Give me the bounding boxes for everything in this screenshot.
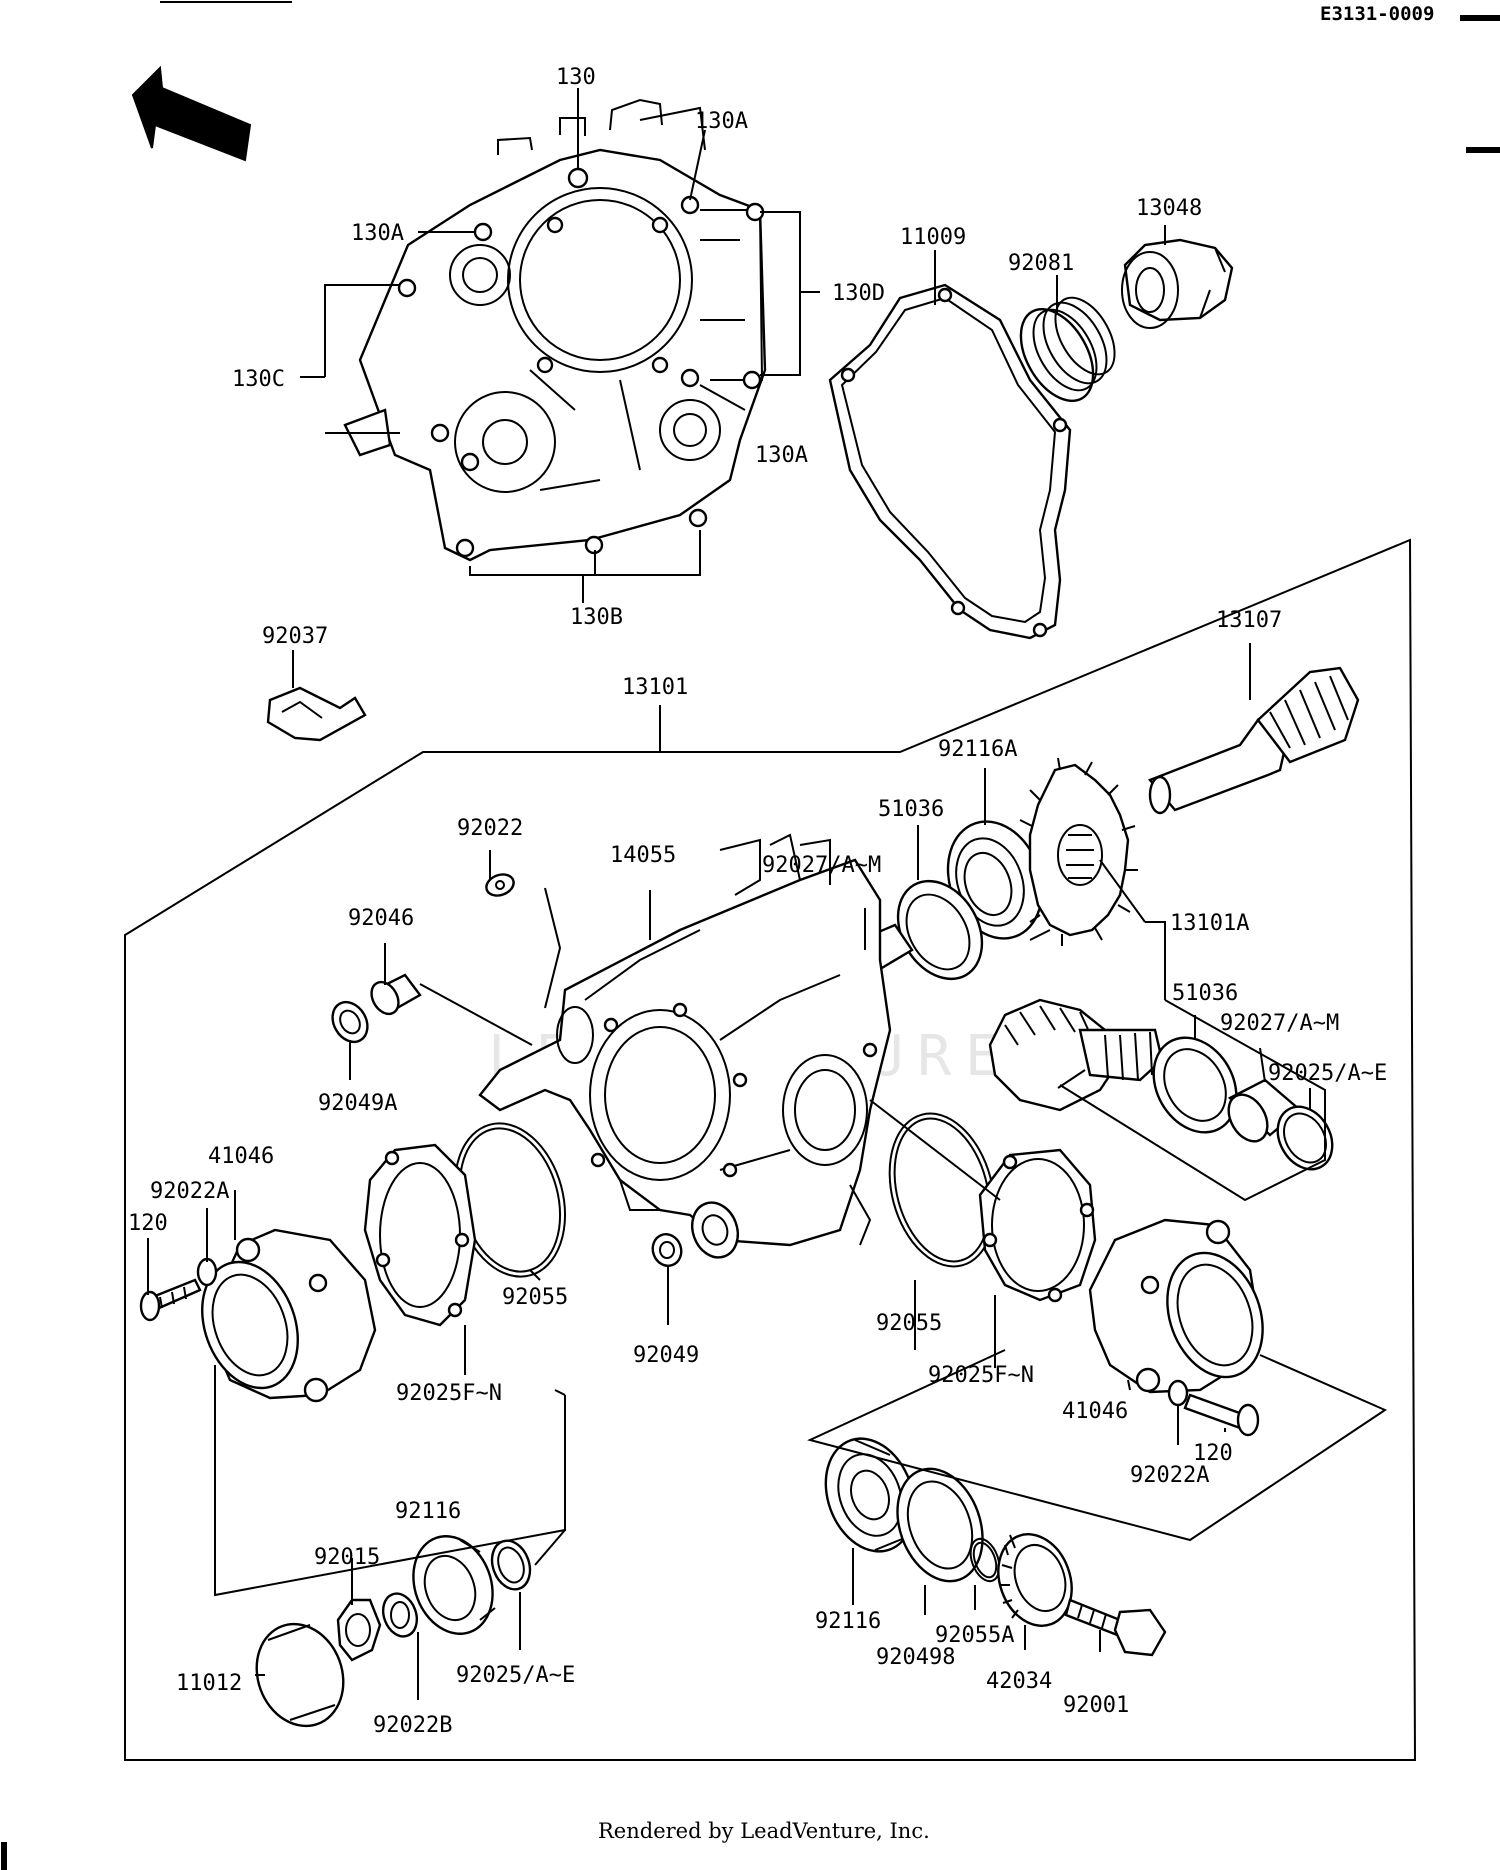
callout-920498: 920498 (876, 1645, 955, 1670)
callout-130A-left: 130A (351, 221, 404, 246)
callout-92055-left: 92055 (502, 1285, 568, 1310)
callout-92027-top: 92027/A~M (762, 853, 881, 878)
gasket-92025FN-right (978, 1148, 1097, 1303)
callout-92081: 92081 (1008, 251, 1074, 276)
callout-51036-top: 51036 (878, 797, 944, 822)
callout-92116-right: 92116 (815, 1609, 881, 1634)
callout-130B: 130B (570, 605, 623, 630)
callout-92025FN-left: 92025F~N (396, 1381, 502, 1406)
callout-120-right: 120 (1193, 1441, 1233, 1466)
crankcase-cover (343, 98, 767, 562)
callout-13101A: 13101A (1170, 911, 1249, 936)
callout-92022A-left: 92022A (150, 1179, 229, 1204)
callout-92055-right: 92055 (876, 1311, 942, 1336)
callout-92027-right: 92027/A~M (1220, 1011, 1339, 1036)
callout-14055: 14055 (610, 843, 676, 868)
bearing-housing-41046-left (201, 1228, 377, 1403)
washer-92022A-left (196, 1257, 218, 1287)
leader-lines (147, 88, 1388, 1700)
bushing-92046 (370, 973, 422, 1016)
gear-set-13101A (988, 757, 1164, 1112)
callout-120-left: 120 (128, 1211, 168, 1236)
callout-130A-right: 130A (755, 443, 808, 468)
washer-92022A-right (1167, 1379, 1189, 1407)
bolt-120-right (1183, 1393, 1260, 1437)
bolt-120-left (139, 1278, 202, 1322)
callout-labels: 130 130A 130A 130D 130C 130A 130B 11009 … (128, 65, 1387, 1738)
footer-credit: Rendered by LeadVenture, Inc. (598, 1819, 930, 1843)
callout-92046: 92046 (348, 906, 414, 931)
clamp-92037 (266, 686, 367, 742)
washer-92022 (485, 873, 515, 897)
callout-92025AE-bottom: 92025/A~E (456, 1663, 575, 1688)
callout-41046-right: 41046 (1062, 1399, 1128, 1424)
front-arrow-icon: FRONT (131, 65, 252, 162)
bearing-92116-left (412, 1535, 496, 1635)
coupling-13048 (1121, 238, 1234, 329)
callout-92116-left: 92116 (395, 1499, 461, 1524)
callout-92025FN-right: 92025F~N (928, 1363, 1034, 1388)
callout-130: 130 (556, 65, 596, 90)
seal-92049A (331, 1000, 369, 1044)
seal-920498 (896, 1467, 984, 1583)
callout-92022A-right: 92022A (1130, 1463, 1209, 1488)
cover-gasket (828, 283, 1072, 640)
assembly-group-outline-13101 (124, 538, 1417, 1761)
output-shaft-13107 (1148, 666, 1360, 815)
gear-case-14055 (478, 833, 892, 1259)
callout-92037: 92037 (262, 624, 328, 649)
shim-92025-right (1276, 1105, 1334, 1171)
callout-130C: 130C (232, 367, 285, 392)
cap-11012 (255, 1622, 345, 1728)
callout-41046-left: 41046 (208, 1144, 274, 1169)
callout-92022B: 92022B (373, 1713, 452, 1738)
gear-42034 (997, 1533, 1073, 1627)
callout-92049A: 92049A (318, 1091, 397, 1116)
callout-92022: 92022 (457, 816, 523, 841)
oil-seal-51036-right (1152, 1036, 1238, 1134)
callout-92001: 92001 (1063, 1693, 1129, 1718)
callout-11009: 11009 (900, 225, 966, 250)
washer-92022B (381, 1592, 419, 1638)
callout-42034: 42034 (986, 1669, 1052, 1694)
callout-13107: 13107 (1216, 608, 1282, 633)
callout-13101: 13101 (622, 675, 688, 700)
callout-13048: 13048 (1136, 196, 1202, 221)
callout-11012: 11012 (176, 1671, 242, 1696)
callout-130D: 130D (832, 281, 885, 306)
callout-92055A: 92055A (935, 1623, 1014, 1648)
spring-92081 (1019, 296, 1116, 403)
callout-130A-top: 130A (695, 109, 748, 134)
callout-92025AE-right: 92025/A~E (1268, 1061, 1387, 1086)
o-ring-92055A (969, 1537, 1001, 1583)
callout-92049: 92049 (633, 1343, 699, 1368)
seal-92049 (651, 1233, 683, 1267)
callout-92015: 92015 (314, 1545, 380, 1570)
gasket-92025FN-left (363, 1143, 477, 1327)
nut-92015 (336, 1598, 382, 1662)
shim-92025AE-bottom (490, 1539, 532, 1591)
diagram-code: E3131-0009 (1320, 3, 1434, 25)
bolt-92001 (1064, 1598, 1167, 1657)
callout-51036-right: 51036 (1172, 981, 1238, 1006)
bearing-housing-41046-right (1088, 1218, 1264, 1394)
callout-92116A: 92116A (938, 737, 1017, 762)
o-ring-92055-right (888, 1112, 996, 1268)
